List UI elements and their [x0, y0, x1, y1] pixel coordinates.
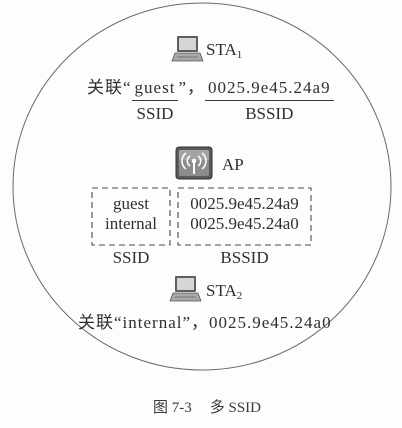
ap-wave-right-outer: [201, 152, 207, 170]
ap-antenna-tip: [191, 158, 197, 164]
ssid-box: guest internal: [92, 188, 170, 245]
ssid-item: internal: [105, 214, 157, 233]
ap-highlight: [179, 150, 209, 160]
sta2-laptop-icon: [169, 276, 202, 302]
figure-caption: 图 7-3 多 SSID: [12, 398, 402, 418]
caption-title: 多 SSID: [209, 400, 261, 416]
sta2-label: STA2: [206, 281, 243, 302]
ap-label: AP: [222, 155, 244, 174]
laptop-screen: [179, 38, 196, 50]
ssid-box-border: [91, 187, 171, 246]
caption-number: 图 7-3: [152, 400, 192, 416]
association-line-1: 关联 “ guest SSID ”， 0025.9e45.24a9 BSSID: [87, 78, 334, 123]
sta1-laptop-icon: [171, 36, 204, 62]
ap-wave-right-inner: [197, 155, 202, 167]
bssid-item: 0025.9e45.24a0: [190, 214, 299, 233]
ssid-item: guest: [113, 194, 149, 213]
sta2-subscript: 2: [236, 290, 243, 302]
laptop-screen: [177, 278, 194, 290]
association-1-prefix: 关联: [87, 78, 123, 97]
association-1-ssid-label: SSID: [136, 104, 174, 123]
association-1-ssid-group: guest SSID: [131, 78, 179, 123]
association-1-open-quote: “: [123, 78, 132, 97]
boundary-circle: [12, 2, 392, 371]
bssid-box: 0025.9e45.24a9 0025.9e45.24a0: [178, 188, 311, 245]
ap-wave-left-outer: [181, 152, 187, 170]
bssid-box-border: [177, 187, 312, 246]
association-1-close-quote: ”，: [178, 78, 205, 97]
bssid-item: 0025.9e45.24a9: [190, 194, 299, 213]
wireless-ap-icon: [175, 146, 213, 180]
association-1-bssid-group: 0025.9e45.24a9 BSSID: [204, 78, 334, 123]
sta1-name: STA: [206, 40, 237, 59]
bssid-box-label: BSSID: [220, 248, 269, 267]
sta2-name: STA: [206, 281, 237, 300]
association-1-bssid: 0025.9e45.24a9: [207, 78, 331, 97]
ssid-box-label: SSID: [112, 248, 150, 267]
association-1-ssid: guest: [134, 78, 176, 97]
ap-wave-left-inner: [186, 155, 191, 167]
association-line-2: 关联“internal”，0025.9e45.24a0: [78, 313, 332, 332]
sta1-subscript: 1: [236, 49, 243, 61]
association-1-bssid-label: BSSID: [245, 104, 294, 123]
sta1-label: STA1: [206, 40, 243, 61]
